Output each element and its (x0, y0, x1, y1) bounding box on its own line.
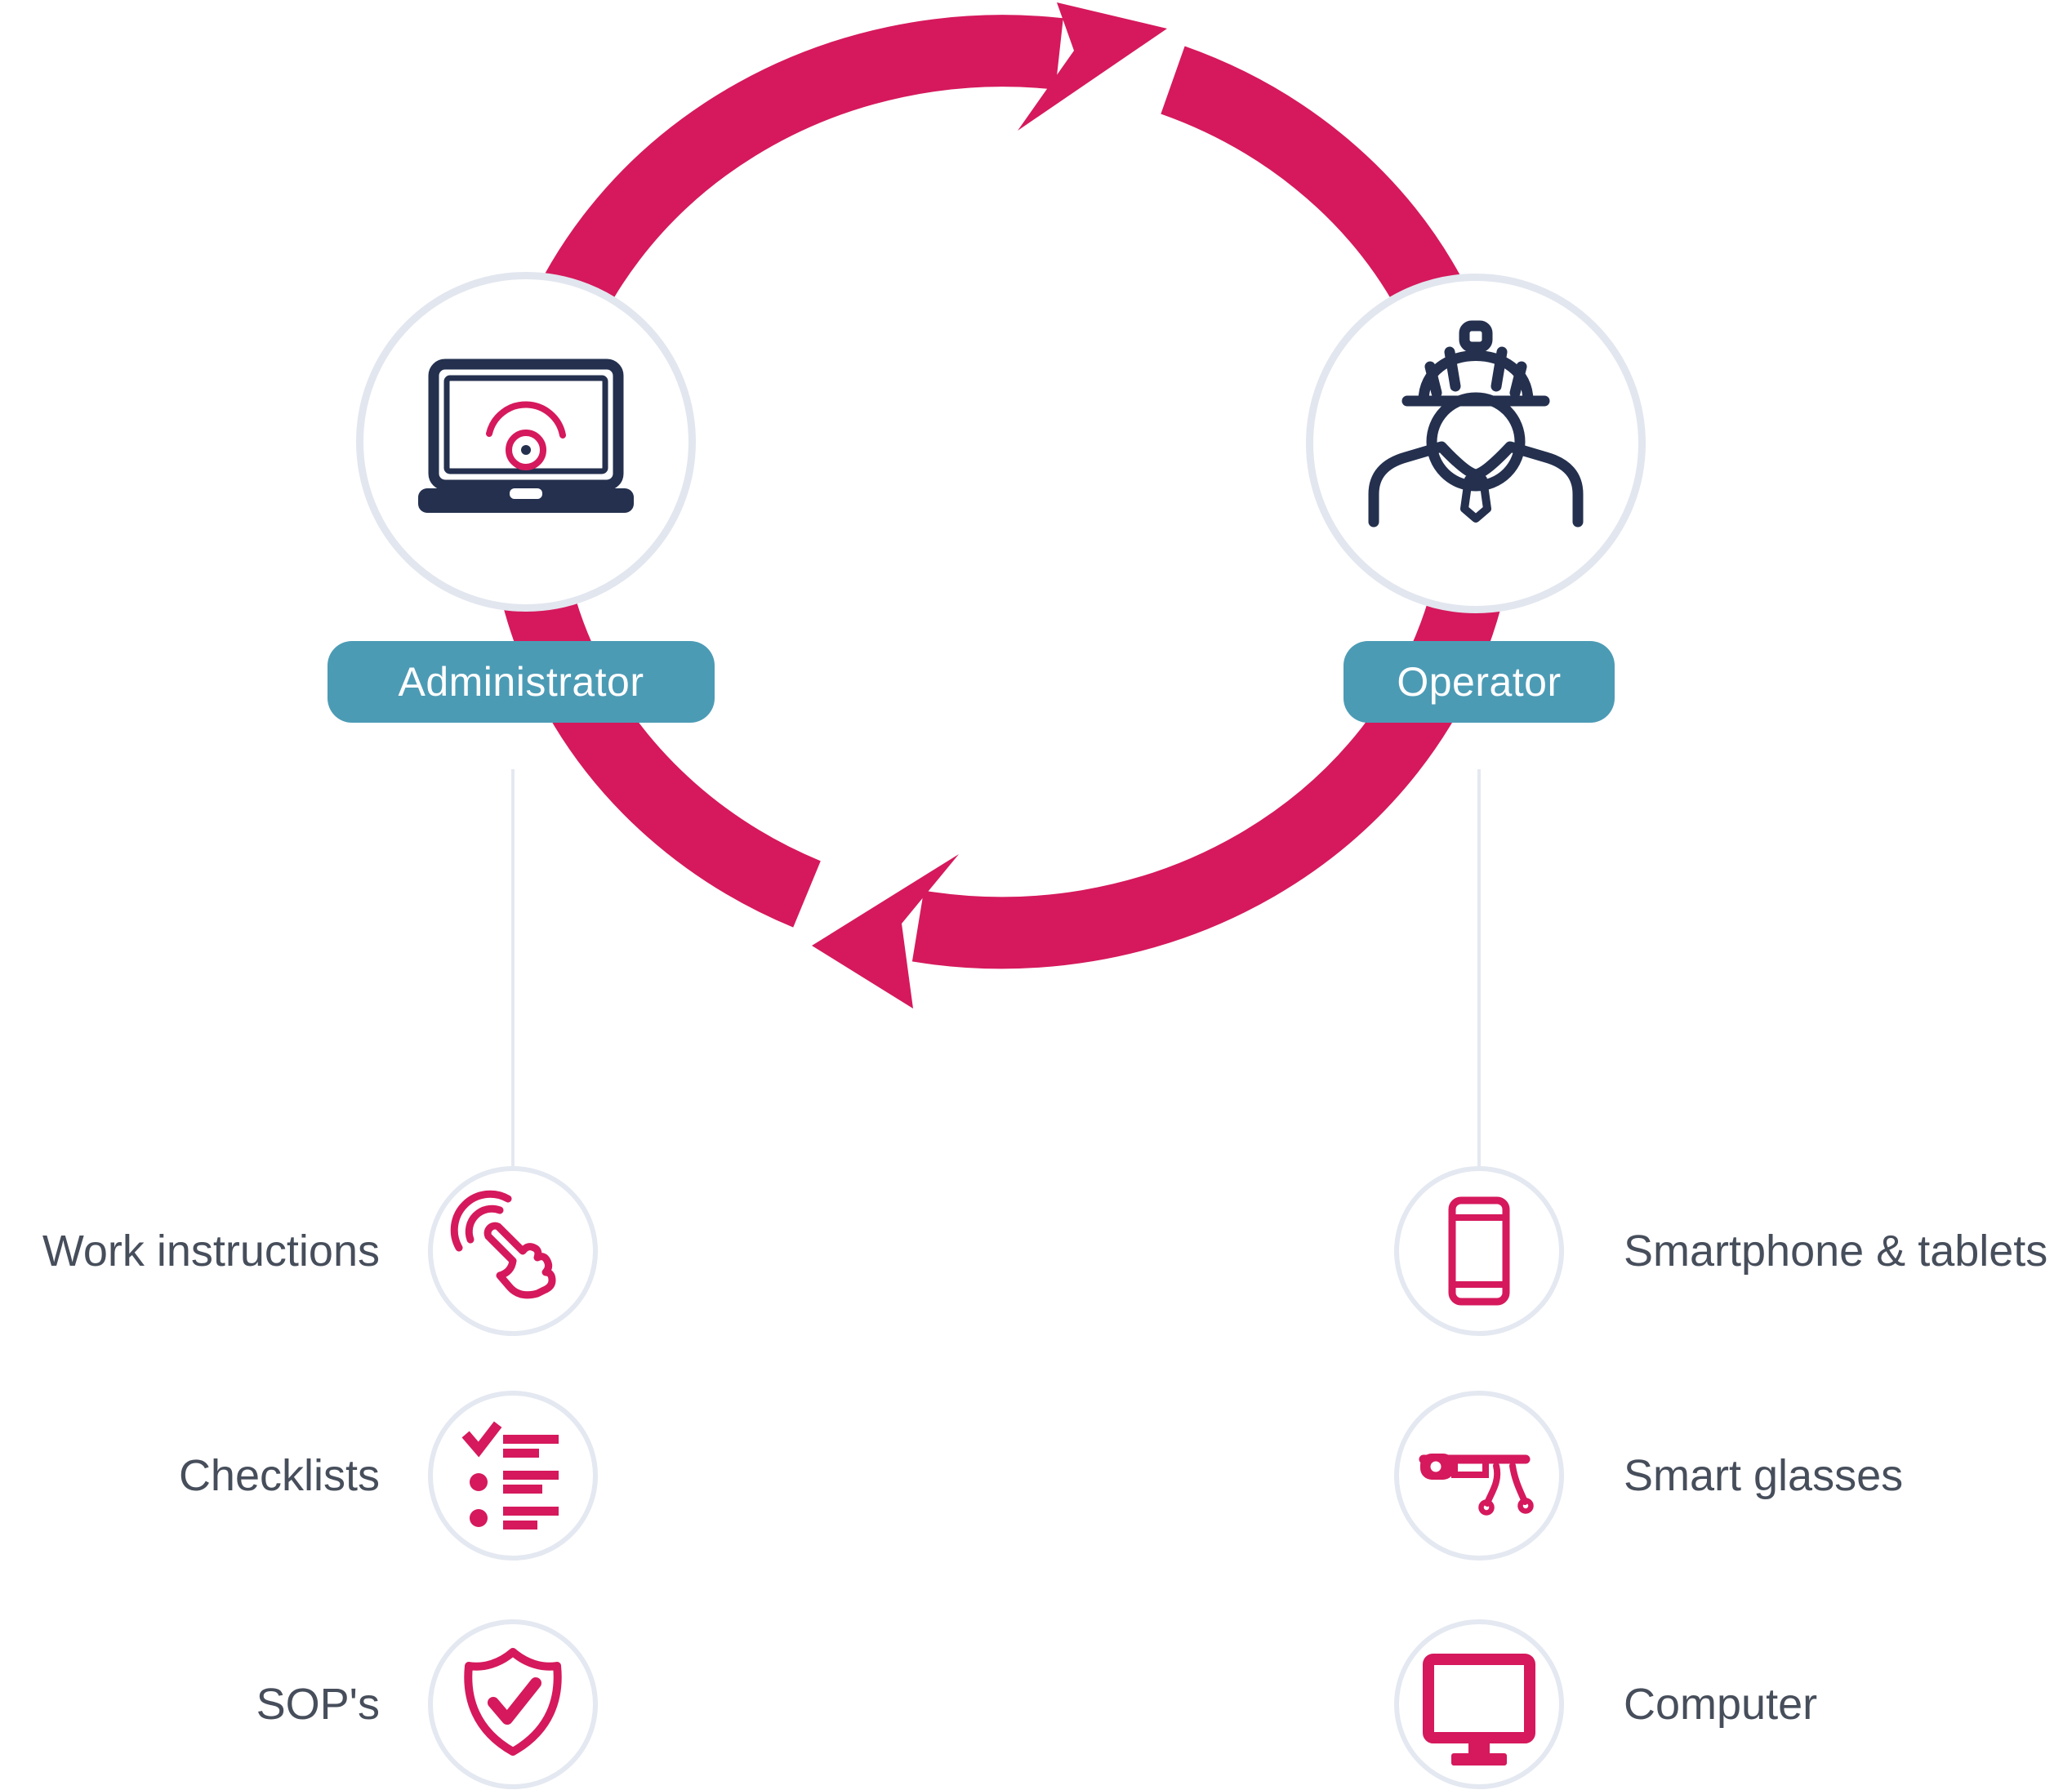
computer-item (1394, 1619, 1564, 1789)
smartphone-tablets-label: Smartphone & tablets (1624, 1227, 2048, 1276)
work-instructions-item (428, 1166, 598, 1336)
smartphone-tablets-item (1394, 1166, 1564, 1336)
checklist-icon (461, 1421, 559, 1530)
tap-hand-icon (450, 1190, 556, 1299)
sops-item (428, 1619, 598, 1789)
checklists-label: Checklists (178, 1451, 380, 1500)
arrowhead-bottom-icon (812, 854, 959, 1009)
checklists-item (428, 1391, 598, 1561)
laptop-monitoring-icon (418, 358, 634, 513)
computer-label: Computer (1624, 1680, 1818, 1729)
worker-hardhat-icon (1368, 320, 1584, 528)
computer-monitor-icon (1423, 1654, 1535, 1766)
shield-check-icon (464, 1648, 562, 1756)
arrowhead-top-icon (1018, 2, 1167, 131)
administrator-label-pill: Administrator (328, 641, 715, 723)
smart-glasses-item (1394, 1391, 1564, 1561)
smart-glasses-icon (1419, 1454, 1534, 1516)
administrator-circle (356, 272, 696, 612)
smartphone-icon (1448, 1196, 1510, 1306)
operator-connector-line (1477, 769, 1481, 1169)
operator-circle (1306, 274, 1646, 613)
smart-glasses-label: Smart glasses (1624, 1451, 1904, 1500)
operator-label-pill: Operator (1343, 641, 1615, 723)
sops-label: SOP's (256, 1680, 380, 1729)
work-instructions-label: Work instructions (42, 1227, 380, 1276)
administrator-connector-line (511, 769, 515, 1169)
